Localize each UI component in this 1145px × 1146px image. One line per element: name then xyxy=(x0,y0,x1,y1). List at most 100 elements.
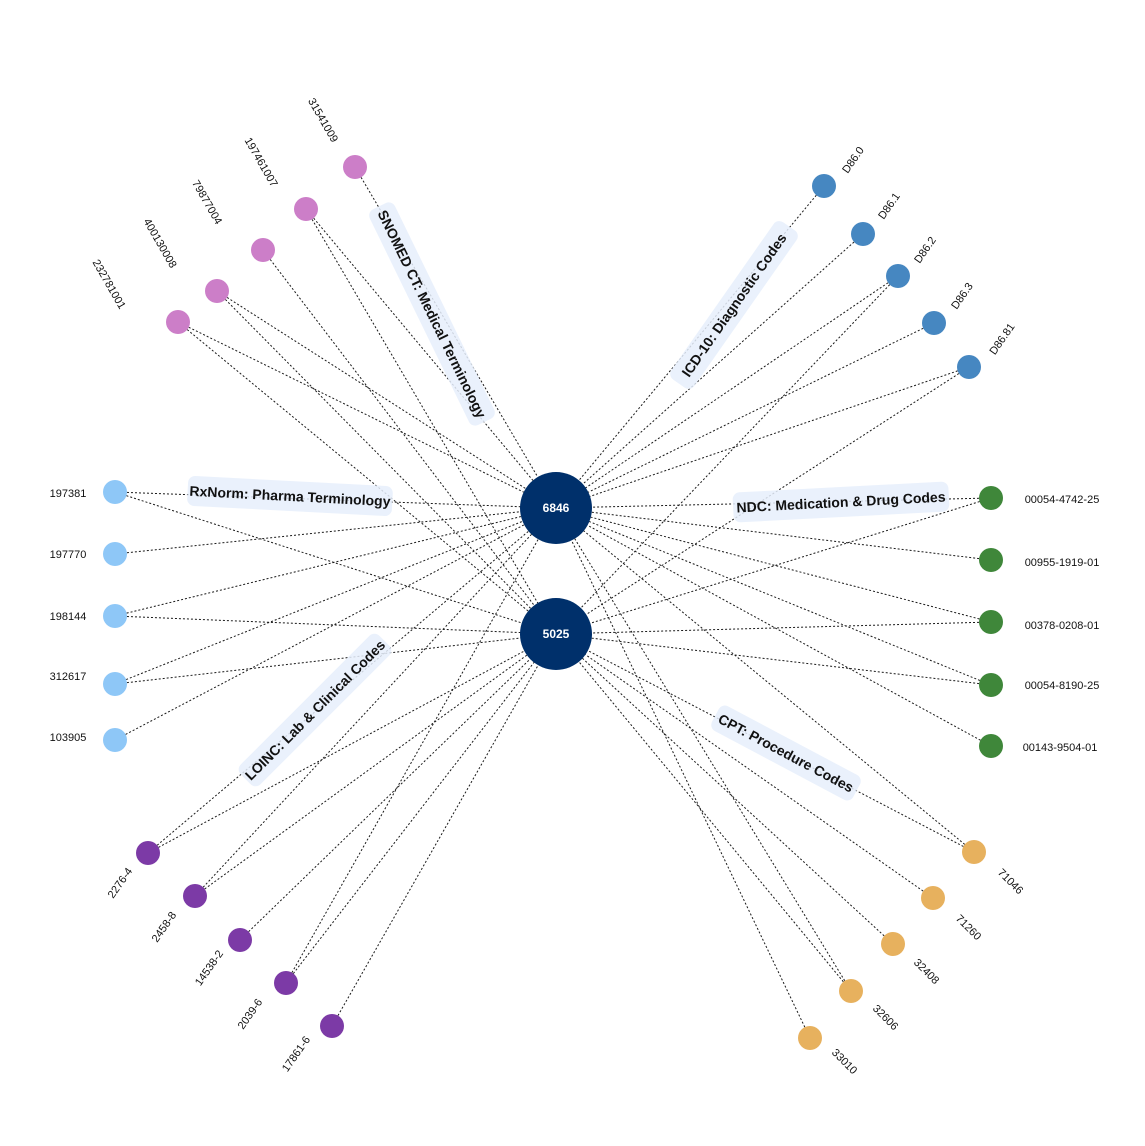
edge-14538-2-to-5025 xyxy=(239,633,557,941)
edge-197381-to-5025 xyxy=(114,491,557,635)
node-label-71260: 71260 xyxy=(953,913,983,943)
hub-label-6846: 6846 xyxy=(543,501,570,515)
edge-33010-to-6846 xyxy=(555,507,811,1039)
edge-71046-to-6846 xyxy=(555,507,975,853)
node-00054-8190-25[interactable] xyxy=(979,673,1003,697)
edge-00054-8190-25-to-5025 xyxy=(555,633,992,686)
node-31541009[interactable] xyxy=(343,155,367,179)
node-00378-0208-01[interactable] xyxy=(979,610,1003,634)
edge-2276-4-to-6846 xyxy=(147,507,557,854)
node-17861-6[interactable] xyxy=(320,1014,344,1038)
node-2458-8[interactable] xyxy=(183,884,207,908)
node-label-00054-8190-25: 00054-8190-25 xyxy=(1025,680,1100,692)
node-00955-1919-01[interactable] xyxy=(979,548,1003,572)
group-label-loinc: LOINC: Lab & Clinical Codes xyxy=(238,633,392,787)
node-d86-81[interactable] xyxy=(957,355,981,379)
group-label-background xyxy=(369,202,495,426)
node-00054-4742-25[interactable] xyxy=(979,486,1003,510)
group-label-background xyxy=(187,476,393,516)
node-71260[interactable] xyxy=(921,886,945,910)
node-label-71046: 71046 xyxy=(995,867,1025,897)
edge-400130008-to-5025 xyxy=(216,290,557,635)
node-label-32606: 32606 xyxy=(870,1003,900,1033)
edge-00143-9504-01-to-6846 xyxy=(555,507,992,747)
edge-d86-81-to-6846 xyxy=(555,366,970,509)
node-label-00955-1919-01: 00955-1919-01 xyxy=(1025,557,1100,569)
edge-71046-to-5025 xyxy=(555,633,975,853)
node-14538-2[interactable] xyxy=(228,928,252,952)
group-label-text: ICD-10: Diagnostic Codes xyxy=(678,230,789,380)
node-71046[interactable] xyxy=(962,840,986,864)
edge-198144-to-6846 xyxy=(114,507,557,617)
node-d86-1[interactable] xyxy=(851,222,875,246)
node-d86-2[interactable] xyxy=(886,264,910,288)
edge-17861-6-to-5025 xyxy=(331,633,557,1027)
node-d86-0[interactable] xyxy=(812,174,836,198)
edge-312617-to-6846 xyxy=(114,507,557,685)
group-label-cpt: CPT: Procedure Codes xyxy=(711,705,861,801)
node-312617[interactable] xyxy=(103,672,127,696)
node-32606[interactable] xyxy=(839,979,863,1003)
group-label-rxnorm: RxNorm: Pharma Terminology xyxy=(187,476,393,516)
edge-79877004-to-5025 xyxy=(262,249,557,635)
edge-00054-8190-25-to-6846 xyxy=(555,507,992,686)
node-400130008[interactable] xyxy=(205,279,229,303)
node-label-32408: 32408 xyxy=(911,957,941,987)
node-2276-4[interactable] xyxy=(136,841,160,865)
group-label-text: LOINC: Lab & Clinical Codes xyxy=(242,637,389,784)
node-label-d86-0: D86.0 xyxy=(840,145,867,176)
group-label-icd10: ICD-10: Diagnostic Codes xyxy=(670,221,798,389)
hub-node-5025[interactable] xyxy=(520,598,592,670)
edge-d86-2-to-6846 xyxy=(555,275,899,509)
group-label-text: CPT: Procedure Codes xyxy=(716,711,857,796)
edge-00378-0208-01-to-5025 xyxy=(555,621,992,635)
nodes-layer: 3154100919746100779877004400130008232781… xyxy=(50,96,1100,1077)
node-232781001[interactable] xyxy=(166,310,190,334)
node-label-00378-0208-01: 00378-0208-01 xyxy=(1025,620,1100,632)
node-label-00054-4742-25: 00054-4742-25 xyxy=(1025,494,1100,506)
node-label-79877004: 79877004 xyxy=(189,178,224,226)
edge-232781001-to-5025 xyxy=(177,321,557,635)
node-label-198144: 198144 xyxy=(50,611,87,623)
edge-2039-6-to-6846 xyxy=(285,507,557,984)
edge-312617-to-5025 xyxy=(114,633,557,685)
node-label-2458-8: 2458-8 xyxy=(150,910,179,945)
group-label-snomed: SNOMED CT: Medical Terminology xyxy=(369,202,495,426)
node-103905[interactable] xyxy=(103,728,127,752)
edge-00955-1919-01-to-6846 xyxy=(555,507,992,561)
hub-node-6846[interactable] xyxy=(520,472,592,544)
node-label-197770: 197770 xyxy=(50,549,87,561)
edge-d86-3-to-6846 xyxy=(555,322,935,509)
node-197381[interactable] xyxy=(103,480,127,504)
node-32408[interactable] xyxy=(881,932,905,956)
node-79877004[interactable] xyxy=(251,238,275,262)
edge-197461007-to-5025 xyxy=(305,208,557,635)
node-197770[interactable] xyxy=(103,542,127,566)
edge-198144-to-5025 xyxy=(114,615,557,635)
node-label-197381: 197381 xyxy=(50,488,87,500)
node-d86-3[interactable] xyxy=(922,311,946,335)
node-label-197461007: 197461007 xyxy=(242,136,280,190)
node-2039-6[interactable] xyxy=(274,971,298,995)
node-label-00143-9504-01: 00143-9504-01 xyxy=(1023,742,1098,754)
node-label-33010: 33010 xyxy=(829,1047,859,1077)
node-label-d86-1: D86.1 xyxy=(876,191,903,222)
node-label-d86-2: D86.2 xyxy=(912,235,939,266)
edge-d86-1-to-6846 xyxy=(555,233,864,509)
node-label-31541009: 31541009 xyxy=(305,96,340,144)
node-00143-9504-01[interactable] xyxy=(979,734,1003,758)
node-label-400130008: 400130008 xyxy=(141,217,179,271)
edge-32606-to-5025 xyxy=(555,633,852,992)
group-label-background xyxy=(732,481,950,523)
node-33010[interactable] xyxy=(798,1026,822,1050)
node-197461007[interactable] xyxy=(294,197,318,221)
node-label-d86-3: D86.3 xyxy=(949,281,976,312)
node-label-2276-4: 2276-4 xyxy=(106,866,135,901)
node-label-14538-2: 14538-2 xyxy=(193,948,226,988)
group-label-background xyxy=(711,705,861,801)
edge-103905-to-6846 xyxy=(114,507,557,741)
edge-32408-to-5025 xyxy=(555,633,894,945)
node-198144[interactable] xyxy=(103,604,127,628)
